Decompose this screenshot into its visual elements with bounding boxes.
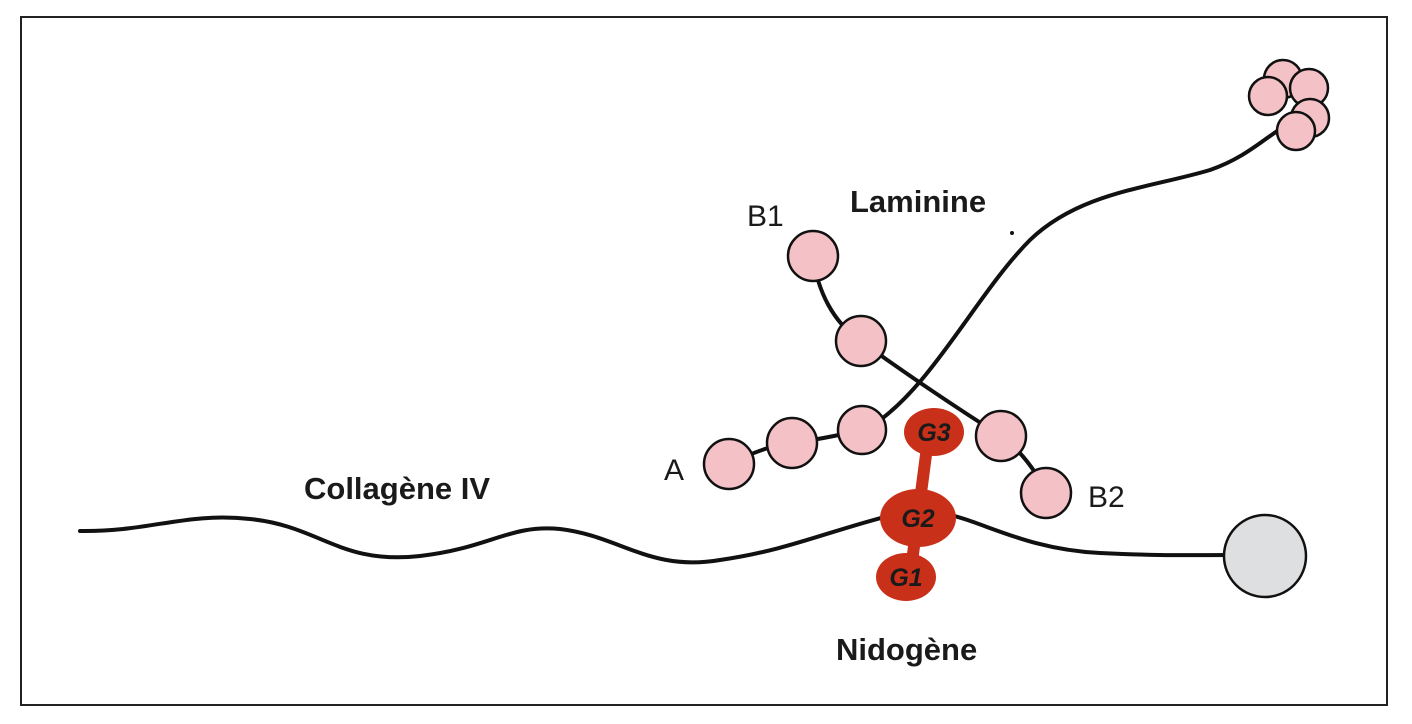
- collagen-globular-domain: [1222, 513, 1308, 599]
- speck-dot: [1010, 231, 1014, 235]
- nidogen: G3 G2 G1: [876, 408, 964, 601]
- laminin-bead-center: [836, 404, 888, 456]
- laminin-cluster-bead-3: [1247, 75, 1289, 117]
- figure-frame: [20, 16, 1388, 706]
- laminin-bead-a-mid: [765, 416, 819, 470]
- chain-a-label: A: [664, 454, 684, 487]
- laminin-long-arm: [878, 126, 1284, 422]
- chain-b2-label: B2: [1088, 481, 1125, 514]
- chain-b1-label: B1: [747, 200, 784, 233]
- nidogen-g3-domain: [904, 408, 964, 456]
- laminin-label: Laminine: [850, 184, 986, 219]
- laminin-bead-b2-mid: [974, 409, 1028, 463]
- nidogen-g2-label: G2: [901, 505, 934, 533]
- laminin-bead-b1-mid: [834, 314, 888, 368]
- nidogen-g2-domain: [880, 489, 956, 547]
- collagen-iv-strand: [78, 508, 1237, 565]
- collagen-iv-label: Collagène IV: [304, 471, 490, 506]
- laminin-beads: [702, 58, 1331, 520]
- nidogen-g1-domain: [876, 553, 936, 601]
- laminin-bead-b1-end: [786, 229, 840, 283]
- nidogen-label: Nidogène: [836, 632, 977, 667]
- laminin-cluster-bead-5: [1275, 110, 1317, 152]
- laminin-bead-b2-end: [1019, 466, 1073, 520]
- nidogen-g3-label: G3: [917, 419, 950, 447]
- nidogen-g1-label: G1: [889, 564, 922, 592]
- laminin-bead-a-end: [702, 437, 756, 491]
